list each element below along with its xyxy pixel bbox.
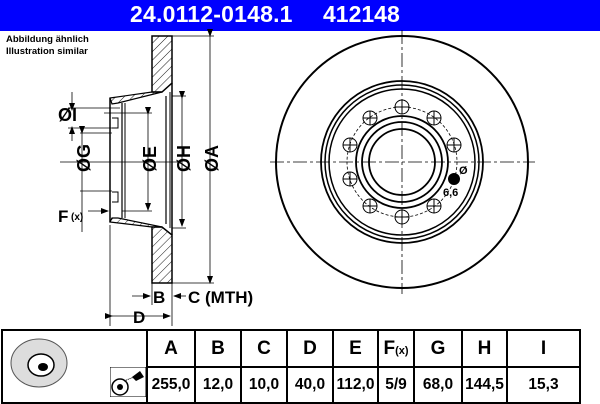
label-dia-i: ØI	[58, 105, 77, 125]
label-dia-h: ØH	[174, 145, 194, 172]
title-bar: 24.0112-0148.1 412148	[0, 0, 600, 31]
header-f: F(x)	[377, 328, 415, 369]
label-b: B	[153, 288, 165, 307]
value-g: 68,0	[413, 366, 463, 404]
section-view	[60, 29, 214, 326]
bolt-holes	[342, 99, 462, 225]
header-g: G	[413, 328, 463, 369]
value-b: 12,0	[194, 366, 242, 404]
value-e: 112,0	[332, 366, 379, 404]
value-f: 5/9	[377, 366, 415, 404]
header-d: D	[286, 328, 334, 369]
header-i: I	[506, 328, 581, 369]
value-a: 255,0	[146, 366, 196, 404]
dimension-table: A B C D E F(x) G H I 255,0 12,0 10,0 40,…	[1, 328, 581, 404]
spray-coating-icon	[110, 367, 146, 397]
hole-dia-symbol: Ø	[459, 165, 468, 177]
label-dia-g: ØG	[74, 144, 94, 172]
technical-drawing: ØI ØG ØE ØH ØA F (x) B C (MTH) D	[58, 29, 535, 327]
part-number: 24.0112-0148.1	[130, 1, 293, 27]
header-e: E	[332, 328, 379, 369]
illustration-note: Abbildung ähnlich Illustration similar	[6, 34, 89, 58]
note-english: Illustration similar	[6, 46, 88, 57]
header-c: C	[240, 328, 288, 369]
reference-number: 412148	[323, 1, 400, 27]
header-b: B	[194, 328, 242, 369]
value-c: 10,0	[240, 366, 288, 404]
label-f-suffix: (x)	[71, 212, 83, 223]
label-dia-e: ØE	[140, 146, 160, 172]
value-i: 15,3	[506, 366, 581, 404]
label-c-mth: C (MTH)	[188, 288, 253, 307]
value-h: 144,5	[461, 366, 508, 404]
label-f: F	[58, 207, 68, 226]
header-a: A	[146, 328, 196, 369]
brake-disc-icon	[10, 338, 68, 388]
hole-dia-value: 6,6	[443, 187, 458, 199]
value-d: 40,0	[286, 366, 334, 404]
header-h: H	[461, 328, 508, 369]
label-dia-a: ØA	[202, 145, 222, 172]
note-german: Abbildung ähnlich	[6, 34, 89, 45]
front-view	[270, 30, 535, 294]
label-d: D	[133, 308, 145, 327]
icon-cell	[1, 329, 148, 404]
